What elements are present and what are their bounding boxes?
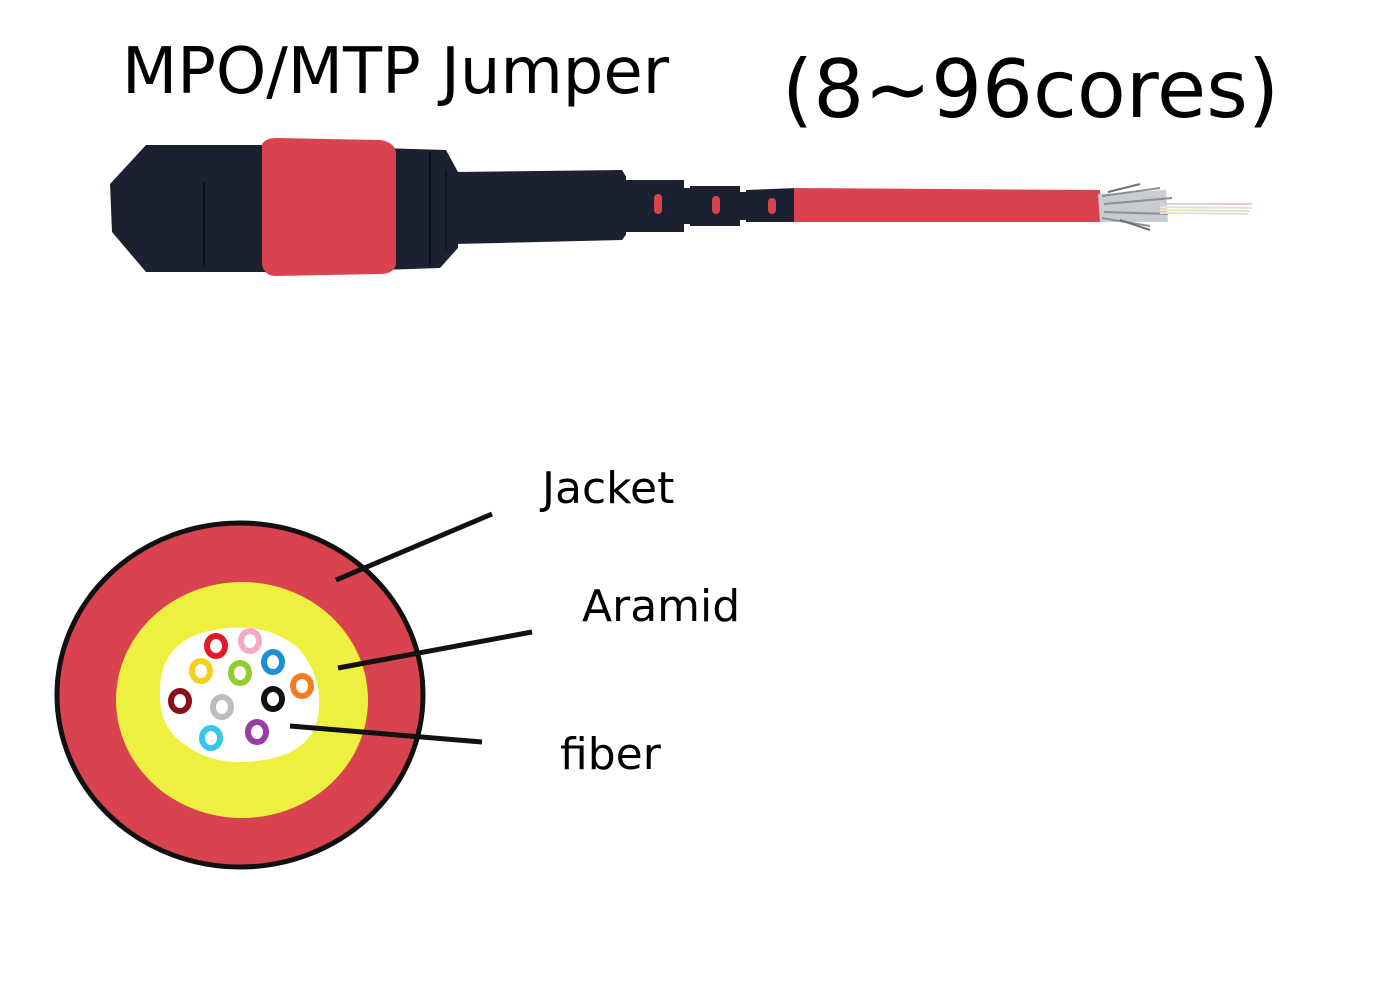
mpo-connector [110, 138, 796, 276]
fiber-strand [199, 725, 223, 751]
fiber-strand [168, 688, 192, 714]
connector-rear-housing [380, 148, 458, 270]
exposed-fibers [1159, 203, 1253, 215]
connector-red-sleeve [262, 138, 396, 276]
cable-jacket-red [794, 188, 1102, 222]
leader-line-jacket [335, 511, 493, 583]
cable-cross-section [54, 520, 426, 870]
fiber-strand [210, 694, 234, 720]
connector-front [110, 145, 278, 272]
fiber-strand [189, 658, 213, 684]
leader-line-fiber [289, 723, 483, 745]
strain-relief-boot [455, 170, 796, 244]
aramid-label: Aramid [582, 581, 741, 632]
fiber-strand [261, 686, 285, 712]
fiber-strands [168, 628, 314, 751]
fiber-strand [290, 673, 314, 699]
fiber-label: fiber [560, 729, 661, 780]
fiber-strand [245, 719, 269, 745]
leader-line-aramid [337, 629, 533, 671]
core-count-label: (8~96cores) [782, 43, 1280, 136]
fiber-strand [204, 633, 228, 659]
fiber-strand [261, 649, 285, 675]
fiber-strand [228, 660, 252, 686]
fiber-strand [238, 628, 262, 654]
jacket-label: Jacket [542, 463, 675, 514]
diagram-title: MPO/MTP Jumper [122, 35, 670, 109]
aramid-strands [1098, 183, 1173, 231]
